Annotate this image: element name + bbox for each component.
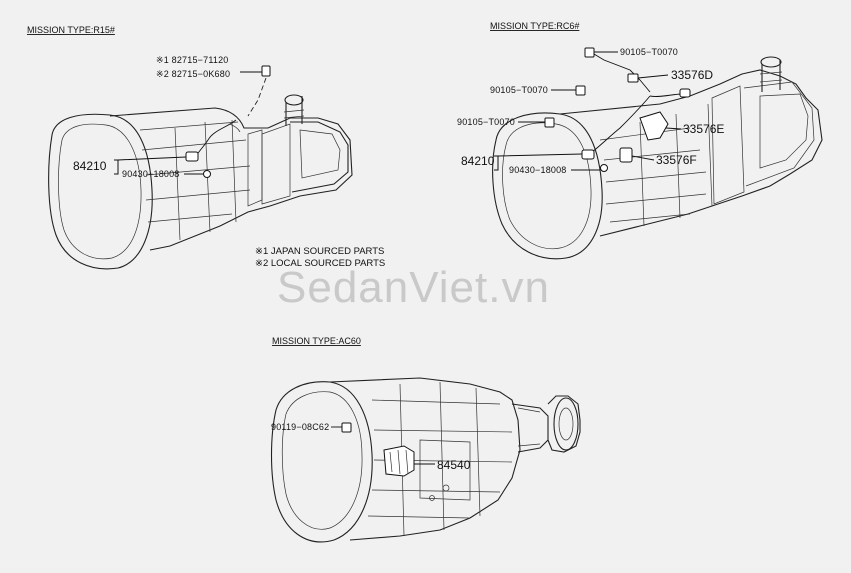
rc6-label-90105-t0070-c: 90105−T0070 — [457, 117, 515, 127]
rc6-label-90430-18008: 90430−18008 — [509, 165, 567, 175]
rc6-connector-part — [679, 88, 691, 98]
rc6-label-90105-t0070-a: 90105−T0070 — [620, 47, 678, 57]
r15-note-japan: ※1 JAPAN SOURCED PARTS — [255, 246, 384, 257]
r15-connector-part — [261, 65, 271, 77]
r15-bolt-90430-part — [203, 170, 211, 178]
rc6-label-33576e: 33576E — [683, 122, 724, 136]
rc6-sensor-84210-part — [581, 149, 595, 160]
rc6-bracket-33576e-part — [639, 111, 669, 141]
rc6-leader-33576f — [631, 155, 655, 161]
rc6-diagram: MISSION TYPE:RC6# — [457, 21, 823, 260]
rc6-bracket-84210 — [494, 153, 583, 171]
ac60-diagram: MISSION TYPE:AC60 90119−08C62 — [270, 336, 581, 543]
rc6-leader-33576d — [637, 74, 669, 79]
rc6-bolt-90430-part — [600, 164, 608, 172]
r15-label-90430-18008: 90430−18008 — [122, 169, 180, 179]
ac60-bolt-90119-part — [341, 422, 352, 433]
ac60-label-84540: 84540 — [437, 458, 471, 472]
r15-note-local: ※2 LOCAL SOURCED PARTS — [255, 258, 385, 269]
rc6-label-90105-t0070-b: 90105−T0070 — [490, 85, 548, 95]
rc6-label-33576d: 33576D — [671, 68, 713, 82]
rc6-label-84210: 84210 — [461, 154, 495, 168]
rc6-label-33576f: 33576F — [656, 153, 697, 167]
r15-transmission-housing — [48, 94, 353, 270]
rc6-sensor-assembly — [544, 47, 691, 172]
rc6-bolt-90105-b-part — [575, 85, 586, 96]
r15-sensor-84210-part — [185, 151, 199, 162]
rc6-leader-33576e — [665, 127, 682, 130]
r15-speed-sensor-assembly — [185, 65, 271, 178]
r15-bracket-84210 — [114, 156, 187, 175]
rc6-bolt-90105-a-part — [584, 47, 595, 58]
ac60-label-90119-08c62: 90119−08C62 — [271, 422, 329, 432]
rc6-clamp-33576d-part — [627, 73, 639, 83]
r15-title: MISSION TYPE:R15# — [27, 25, 115, 35]
ac60-transmission-housing — [270, 377, 581, 543]
watermark-text: SedanViet.vn — [277, 263, 550, 312]
rc6-title: MISSION TYPE:RC6# — [490, 21, 579, 31]
rc6-bolt-90105-c-part — [544, 117, 555, 128]
r15-label-82715-71120: ※1 82715−71120 — [156, 55, 229, 65]
rc6-bracket-33576f-part — [619, 147, 633, 163]
ac60-title: MISSION TYPE:AC60 — [272, 336, 361, 346]
ac60-sensor-assembly — [341, 422, 415, 477]
r15-diagram: MISSION TYPE:R15# — [27, 25, 385, 270]
r15-label-84210: 84210 — [73, 159, 107, 173]
r15-label-82715-0k680: ※2 82715−0K680 — [156, 69, 230, 79]
